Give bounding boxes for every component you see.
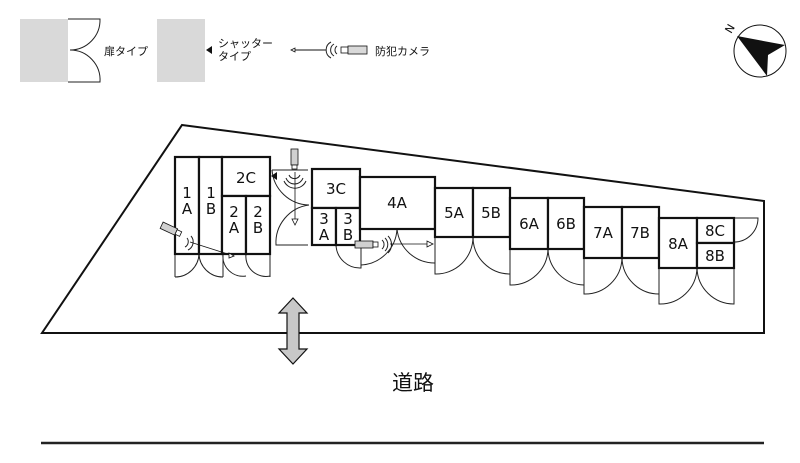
unit-label-4A: 4A [387,194,408,212]
camera-1 [159,221,235,259]
unit-label-2A-2: A [229,219,240,237]
shutter-arrow-icon [271,172,277,180]
unit-label-6A: 6A [519,215,540,233]
unit-6B[interactable] [546,196,586,251]
site-boundary [40,123,765,334]
camera-2 [283,148,307,226]
compass: N [722,22,787,78]
unit-2C[interactable] [220,155,272,198]
camera-icon [290,148,299,166]
shutter-arrow-icon [206,46,212,54]
legend: 扉タイプ シャッター タイプ 防犯カメラ [20,18,430,83]
unit-3C[interactable] [310,167,362,210]
unit-label-8B: 8B [705,247,725,265]
unit-2B[interactable] [244,194,272,256]
north-arrow-icon [737,36,785,76]
unit-5A[interactable] [433,186,475,239]
unit-label-5B: 5B [481,204,501,222]
entrance-arrow-icon [277,297,309,365]
legend-door-swatch [20,19,68,82]
compass-north-label: N [722,22,737,36]
storage-units [173,155,736,270]
legend-shutter-swatch [157,19,205,82]
doors [174,169,759,305]
legend-shutter-label-2: タイプ [218,50,251,63]
legend-door-label: 扉タイプ [104,45,148,58]
unit-8A[interactable] [657,216,699,270]
unit-label-1B-2: B [206,200,216,218]
unit-label-3B-2: B [343,226,353,244]
unit-label-8A: 8A [668,235,689,253]
unit-7A[interactable] [582,205,624,260]
unit-label-7B: 7B [630,224,650,242]
camera-icon [354,240,374,249]
legend-camera-icon [290,41,368,59]
legend-camera-label: 防犯カメラ [375,44,430,58]
unit-8B[interactable] [695,241,736,270]
unit-1A[interactable] [173,155,201,256]
unit-label-2C: 2C [236,169,256,187]
unit-label-2B-1: 2 [253,203,263,221]
unit-5B[interactable] [471,186,512,239]
unit-label-1A-1: 1 [182,184,192,202]
unit-label-1B-1: 1 [206,184,216,202]
unit-label-3A-2: A [319,226,330,244]
legend-shutter-label-1: シャッター [218,37,273,50]
unit-label-8C: 8C [705,222,725,240]
unit-label-6B: 6B [556,215,576,233]
unit-label-2B-2: B [253,219,263,237]
unit-label-3C: 3C [326,180,346,198]
unit-labels: 1 A 1 B 2C 2 A 2 B 3C 3 A 3 B 4A 5A 5B 6… [182,169,725,265]
unit-label-5A: 5A [444,204,465,222]
unit-label-2A-1: 2 [229,203,239,221]
unit-label-3B-1: 3 [343,210,353,228]
unit-label-1A-2: A [182,200,193,218]
camera-3 [354,235,434,254]
unit-label-3A-1: 3 [319,210,329,228]
road-label: 道路 [392,371,434,395]
unit-label-7A: 7A [593,224,614,242]
legend-door-icon [68,18,101,83]
